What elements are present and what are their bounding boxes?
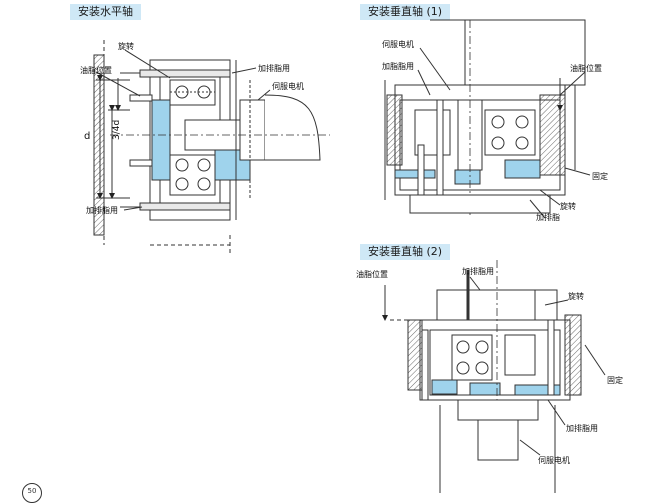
label-oil-level-v1: 油脂位置: [570, 64, 602, 73]
page-number: 50: [22, 483, 42, 503]
label-servo-motor-v2: 伺服电机: [538, 456, 570, 465]
panel-title-horizontal: 安装水平轴: [70, 4, 141, 20]
label-grease-add-v1: 加脂脂用: [382, 62, 414, 71]
label-oil-level-h: 油脂位置: [80, 66, 112, 75]
label-grease-add-bottom-v1: 加排脂: [536, 213, 560, 222]
horizontal-drawing: [93, 40, 330, 255]
label-rotate-v2: 旋转: [568, 292, 584, 301]
label-servo-motor-h: 伺服电机: [272, 82, 304, 91]
label-servo-motor-v1: 伺服电机: [382, 40, 414, 49]
panel-title-vertical-2: 安装垂直轴 (2): [360, 244, 451, 260]
label-grease-add-bottom-v2: 加排脂用: [566, 424, 598, 433]
vertical-1-drawing: [384, 19, 591, 219]
panel-title-vertical-1: 安装垂直轴 (1): [360, 4, 451, 20]
label-grease-add-top-v2: 加排脂用: [462, 267, 494, 276]
label-fixed-v2: 固定: [607, 376, 623, 385]
label-rotate-h: 旋转: [118, 42, 134, 51]
label-grease-add-bottom-h: 加排脂用: [86, 206, 118, 215]
label-fixed-v1: 固定: [592, 172, 608, 181]
label-rotate-v1: 旋转: [560, 202, 576, 211]
vertical-2-drawing: [382, 260, 606, 493]
label-oil-level-v2: 油脂位置: [356, 270, 388, 279]
dim-three-quarter-d: 3/4d: [112, 119, 122, 140]
label-grease-add-top-h: 加排脂用: [258, 64, 290, 73]
dim-d: d: [84, 131, 91, 142]
